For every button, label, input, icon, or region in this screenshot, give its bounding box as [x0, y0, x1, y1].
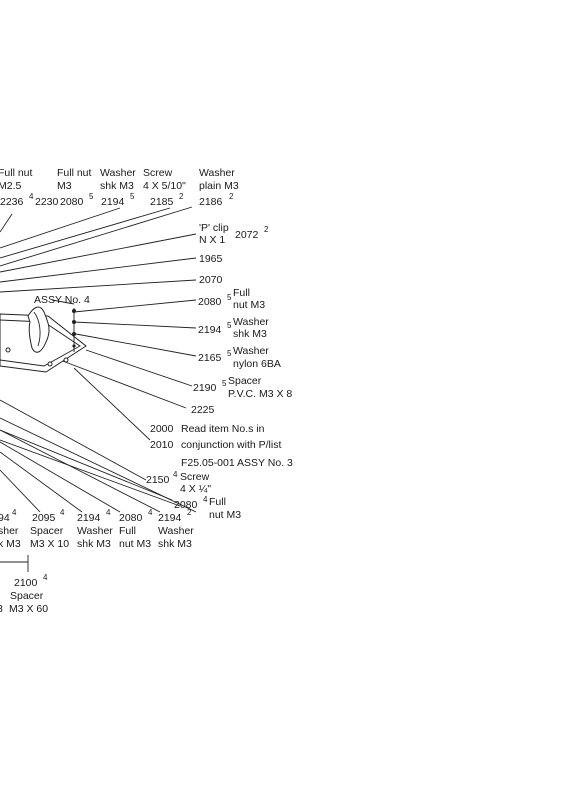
- note-2000-number: 2000: [150, 423, 174, 435]
- part-number-2236: 2236: [0, 196, 24, 208]
- leader-lines: [0, 206, 197, 572]
- qty-2165: 5: [227, 349, 232, 358]
- qty-2194: 5: [130, 192, 135, 201]
- note-2010-number: 2010: [150, 439, 174, 451]
- part-number-2194-bottom: 2194: [77, 512, 101, 524]
- qty-2150: 4: [173, 470, 178, 479]
- label-2095-line1: Spacer: [30, 525, 64, 537]
- notes-block: 2000 Read item No.s in 2010 conjunction …: [150, 423, 293, 469]
- ribbon-cable: [27, 306, 50, 353]
- label-washer-shk-line2: shk M3: [100, 180, 134, 192]
- label-screw-lower-line1: Screw: [180, 471, 210, 483]
- note-2000-text: Read item No.s in: [181, 423, 265, 435]
- qty-2095: 4: [60, 508, 65, 517]
- label-2080-bottom-line1: Full: [119, 525, 136, 537]
- assembly-illustration: [0, 306, 87, 373]
- label-2100-line2: M3 X 60: [9, 603, 48, 615]
- label-2194-bottom-line1: Washer: [77, 525, 113, 537]
- label-screw-line2: 4 X 5/10": [143, 180, 186, 192]
- label-washer-shk-right-line2: shk M3: [233, 328, 267, 340]
- label-washer-plain-line1: Washer: [199, 167, 235, 179]
- nut-icon: [72, 309, 76, 313]
- label-bottom-1-line2: k M3: [0, 538, 21, 550]
- label-left-fragment: 3: [0, 603, 3, 615]
- note-2010-text: conjunction with P/list: [181, 439, 281, 451]
- part-number-2165: 2165: [198, 352, 222, 364]
- label-full-nut-m3-line1: Full nut: [57, 167, 92, 179]
- label-full-nut-m25-line2: M2.5: [0, 180, 22, 192]
- label-full-nut-m25-line1: Full nut: [0, 167, 33, 179]
- label-washer-shk-right-line1: Washer: [233, 316, 269, 328]
- label-2100-line1: Spacer: [10, 590, 44, 602]
- part-number-2190: 2190: [193, 382, 217, 394]
- qty-2100: 4: [43, 573, 48, 582]
- label-2194-bottom-b-line2: shk M3: [158, 538, 192, 550]
- bottom-row-callouts: 94 4 sher k M3 2095 4 Spacer M3 X 10 219…: [0, 508, 194, 550]
- part-number-2194-bottom-b: 2194: [158, 512, 182, 524]
- part-number-2194-right: 2194: [198, 324, 222, 336]
- part-number-2072: 2072: [235, 229, 259, 241]
- label-2194-bottom-b-line1: Washer: [158, 525, 194, 537]
- qty-2186: 2: [229, 192, 234, 201]
- qty-2080-bottom: 4: [148, 508, 153, 517]
- part-number-bottom-1: 94: [0, 512, 10, 524]
- label-full-nut-m3-line2: M3: [57, 180, 72, 192]
- qty-2080-right: 5: [227, 293, 232, 302]
- qty-2080-lower: 4: [203, 495, 208, 504]
- qty-2080: 5: [89, 192, 94, 201]
- label-full-nut-right-line2: nut M3: [233, 299, 265, 311]
- qty-2194-right: 5: [227, 321, 232, 330]
- qty-2185: 2: [179, 192, 184, 201]
- qty-bottom-1: 4: [12, 508, 17, 517]
- label-p-clip-line2: N X 1: [199, 234, 225, 246]
- label-full-nut-right-line1: Full: [233, 287, 250, 299]
- part-number-2080-lower: 2080: [174, 499, 198, 511]
- part-number-2100: 2100: [14, 577, 38, 589]
- part-number-2150: 2150: [146, 474, 170, 486]
- label-p-clip-line1: 'P' clip: [199, 222, 229, 234]
- label-spacer-pvc-line2: P.V.C. M3 X 8: [228, 388, 292, 400]
- part-number-2185: 2185: [150, 196, 174, 208]
- qty-2072: 2: [264, 225, 269, 234]
- qty-2194-bottom: 4: [106, 508, 111, 517]
- washer-icon: [72, 332, 76, 336]
- qty-2194-bottom-b: 2: [187, 508, 192, 517]
- label-washer-shk-line1: Washer: [100, 167, 136, 179]
- part-number-1965: 1965: [199, 253, 223, 265]
- part-number-2080: 2080: [60, 196, 84, 208]
- label-2095-line2: M3 X 10: [30, 538, 69, 550]
- qty-2190: 5: [222, 379, 227, 388]
- label-spacer-pvc-line1: Spacer: [228, 375, 262, 387]
- part-number-2080-bottom: 2080: [119, 512, 143, 524]
- part-number-2186: 2186: [199, 196, 223, 208]
- part-number-2230: 2230: [35, 196, 59, 208]
- part-number-2225: 2225: [191, 404, 215, 416]
- label-screw-line1: Screw: [143, 167, 173, 179]
- part-number-2095: 2095: [32, 512, 56, 524]
- label-2194-bottom-line2: shk M3: [77, 538, 111, 550]
- part-number-2194: 2194: [101, 196, 125, 208]
- top-label-group: Full nut M2.5 Full nut M3 Washer shk M3 …: [0, 167, 239, 192]
- right-callouts: 'P' clip N X 1 2072 2 1965 2070 ASSY No.…: [34, 222, 292, 416]
- label-washer-nylon-line1: Washer: [233, 345, 269, 357]
- lower-callouts: 2150 4 Screw 4 X ¼" 2080 4 Full nut M3: [146, 470, 241, 521]
- label-washer-nylon-line2: nylon 6BA: [233, 358, 281, 370]
- part-number-2070: 2070: [199, 274, 223, 286]
- spacer-icon: [72, 344, 76, 348]
- note-assy-3: F25.05-001 ASSY No. 3: [181, 457, 293, 469]
- washer-icon: [72, 320, 76, 324]
- spacer-2100-callout: 2100 4 Spacer M3 X 60 3: [0, 573, 48, 615]
- label-full-nut-lower-line2: nut M3: [209, 509, 241, 521]
- label-bottom-1-line1: sher: [0, 525, 19, 537]
- label-2080-bottom-line2: nut M3: [119, 538, 151, 550]
- label-screw-lower-line2: 4 X ¼": [180, 483, 211, 495]
- assy-no-4-label: ASSY No. 4: [34, 294, 90, 306]
- part-number-2080-right: 2080: [198, 296, 222, 308]
- top-number-row: 2236 4 2230 2080 5 2194 5 2185 2 2186 2: [0, 192, 234, 208]
- label-washer-plain-line2: plain M3: [199, 180, 239, 192]
- label-full-nut-lower-line1: Full: [209, 496, 226, 508]
- qty-2236: 4: [29, 192, 34, 201]
